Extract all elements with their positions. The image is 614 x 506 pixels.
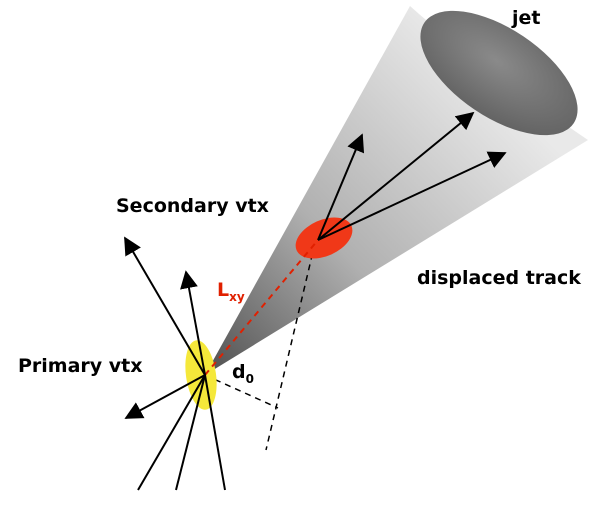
displaced-tracks	[317, 111, 507, 241]
track-down-1	[137, 374, 206, 491]
displaced-track-label: displaced track	[417, 267, 581, 289]
primary-tracks	[124, 236, 226, 491]
impact-parameter-subscript: 0	[246, 372, 254, 386]
impact-parameter-symbol: d	[232, 361, 246, 383]
displaced-track-extrapolation	[265, 242, 316, 451]
decay-length-line	[204, 239, 319, 376]
primary-vertex-label: Primary vtx	[18, 355, 143, 377]
decay-length-symbol: L	[217, 279, 229, 301]
track-up	[180, 270, 206, 376]
impact-parameter-line	[204, 374, 279, 409]
displaced-track-3	[317, 151, 507, 241]
jet-cone-face	[420, 10, 578, 136]
decay-length-subscript: xy	[229, 290, 245, 304]
impact-parameter-label: d0	[232, 361, 254, 386]
track-up-left	[124, 236, 206, 376]
displaced-track-2	[317, 111, 475, 241]
track-left	[124, 374, 206, 419]
track-down-3	[204, 374, 226, 491]
track-down-2	[175, 374, 206, 491]
decay-length-label: Lxy	[217, 279, 245, 304]
displaced-track-1	[317, 133, 365, 241]
jet-label: jet	[511, 7, 540, 29]
secondary-vertex-label: Secondary vtx	[116, 195, 269, 217]
